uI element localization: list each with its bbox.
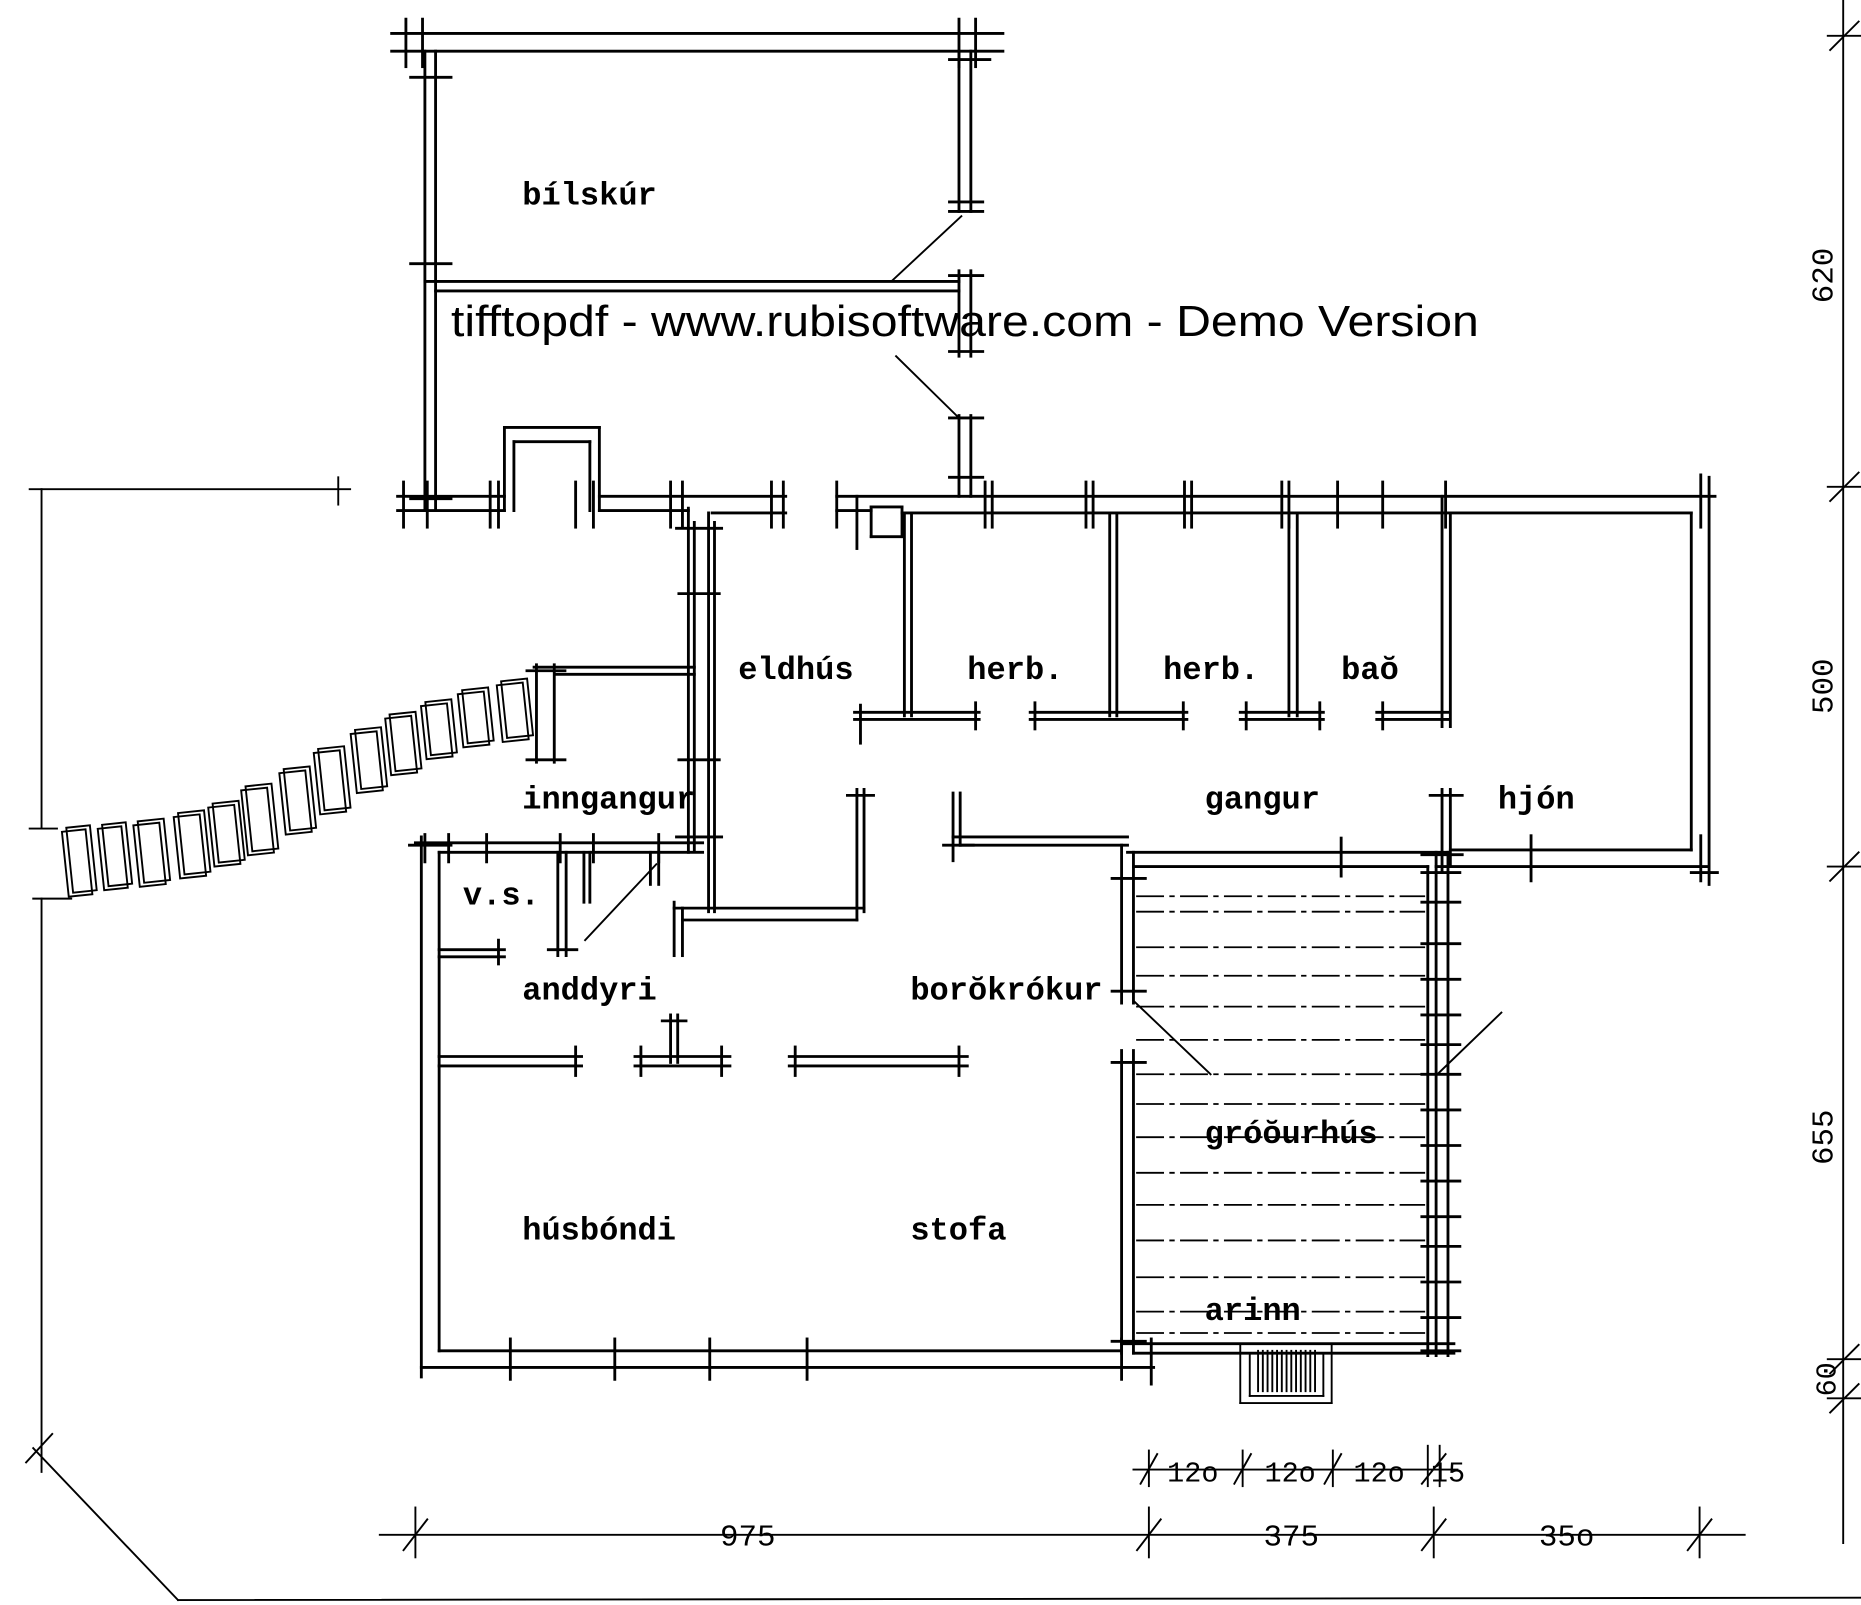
stepping-stone [317, 745, 352, 812]
dimension-tick-line [1323, 1452, 1343, 1486]
stepping-stone [60, 828, 94, 898]
door-swing-line [894, 354, 961, 420]
dimension-tick-line [402, 1518, 429, 1552]
room-label-eldhus: eldhús [738, 652, 853, 689]
stepping-stone [282, 765, 318, 832]
dimension-labels: 975 375 35o 12o 12o 12o 15 620 500 655 6… [720, 248, 1844, 1556]
stepping-stone [424, 698, 458, 757]
door-swing-line [1132, 999, 1212, 1076]
room-label-arinn: arinn [1205, 1293, 1301, 1330]
stepping-stone [495, 681, 530, 744]
dimension-tick-line [1420, 1518, 1447, 1552]
stepping-stone [132, 821, 167, 888]
site-boundary-line [177, 1596, 1861, 1602]
greenhouse-dimension-label: 12o [1167, 1457, 1218, 1490]
greenhouse-dimension-label: 12o [1264, 1457, 1315, 1490]
stepping-stone [461, 686, 495, 745]
dimension-tick-line [1686, 1518, 1713, 1552]
room-labels: bílskúr eldhús herb. herb. baŏ inngangur… [463, 177, 1575, 1330]
stepping-stone [65, 824, 98, 894]
bottom-dimension-label: 975 [720, 1520, 776, 1555]
room-label-gangur: gangur [1205, 781, 1320, 818]
bottom-dimension-label: 35o [1539, 1520, 1595, 1555]
stepping-stone [211, 799, 246, 864]
dimension-tick-line [1828, 471, 1860, 503]
door-swing-line [1434, 1011, 1503, 1077]
room-label-bilskur: bílskúr [522, 177, 657, 214]
stepping-stone [278, 769, 313, 836]
right-dimension-label: 655 [1807, 1109, 1842, 1165]
bottom-dimension-label: 375 [1264, 1520, 1320, 1555]
door-swing-line [891, 214, 963, 282]
stepping-stone [96, 825, 129, 892]
room-label-grodurhus: gróŏurhús [1205, 1116, 1378, 1153]
stepping-stone-path [60, 677, 535, 898]
room-label-herb-2: herb. [1163, 652, 1259, 689]
dimension-tick-line [1420, 1452, 1447, 1486]
stepping-stone [312, 749, 348, 816]
stepping-stone [349, 730, 384, 795]
interior-walls [413, 494, 1464, 1077]
room-label-inngangur: inngangur [522, 781, 695, 818]
right-dimension-label: 500 [1807, 658, 1842, 714]
stepping-stone [353, 726, 389, 791]
site-boundary [24, 476, 1861, 1602]
door-swings [583, 214, 1503, 1077]
dimension-tick-line [1828, 20, 1860, 52]
room-label-stofa: stofa [910, 1212, 1006, 1249]
dimension-tick-line [1135, 1518, 1163, 1552]
dimension-tick-line [1828, 851, 1860, 883]
site-boundary-line [31, 1446, 180, 1602]
dimension-lines [378, 0, 1861, 1559]
stepping-stone [101, 821, 134, 888]
right-dimension-label: 620 [1807, 248, 1842, 304]
stepping-stone [456, 690, 491, 749]
stepping-stone [388, 710, 423, 773]
stepping-stone [136, 817, 172, 884]
right-dimension-label: 60 [1811, 1362, 1844, 1396]
dimension-tick-line [1828, 1382, 1860, 1414]
greenhouse-walls [1110, 836, 1462, 1358]
dimension-tick-line [1233, 1452, 1253, 1486]
room-label-hjon: hjón [1498, 781, 1575, 818]
stepping-stone [384, 714, 419, 777]
exterior-walls [396, 426, 1719, 1386]
door-swing-line [583, 862, 658, 942]
stepping-stone [500, 677, 535, 739]
demo-watermark-text: tifftopdf - www.rubisoftware.com - Demo … [451, 297, 1479, 346]
greenhouse-dimension-label: 15 [1431, 1457, 1465, 1490]
room-label-herb-1: herb. [967, 652, 1063, 689]
room-label-bordkrokur: borŏkrókur [910, 973, 1102, 1010]
stepping-stone [176, 809, 212, 876]
room-label-bad: baŏ [1341, 652, 1399, 689]
fireplace [1239, 1342, 1333, 1405]
room-label-husbondi: húsbóndi [522, 1212, 676, 1249]
site-tick-line [24, 1432, 54, 1464]
dimension-tick-line [1828, 1343, 1860, 1375]
room-label-anddyri: anddyri [522, 973, 657, 1010]
greenhouse-dimension-label: 12o [1354, 1457, 1405, 1490]
stepping-stone [207, 803, 242, 868]
dimension-tick-line [1139, 1452, 1159, 1486]
stepping-stone [240, 786, 275, 857]
stepping-stone [244, 782, 280, 853]
stepping-stone [419, 702, 454, 761]
garage-walls [390, 17, 1005, 512]
greenhouse-glazing [1136, 895, 1426, 1334]
room-label-vs: v.s. [463, 878, 540, 915]
stepping-stone [172, 813, 208, 880]
